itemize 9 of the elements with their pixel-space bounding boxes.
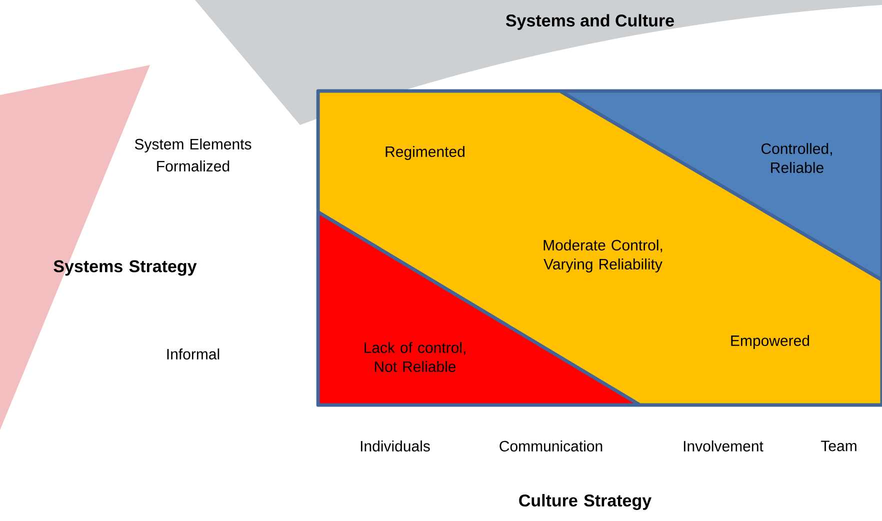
axis-title: Culture Strategy bbox=[519, 494, 652, 510]
axis-label: Communication bbox=[500, 440, 602, 452]
axis-title: Systems Strategy bbox=[54, 260, 197, 276]
axis-label: Individuals bbox=[360, 440, 430, 452]
axis-label: Involvement bbox=[684, 440, 764, 452]
axis-label: Team bbox=[821, 440, 856, 452]
axis-label: Informal bbox=[167, 348, 220, 360]
axis-label: System Elements Formalized bbox=[134, 138, 252, 172]
title: Systems and Culture bbox=[506, 14, 674, 30]
